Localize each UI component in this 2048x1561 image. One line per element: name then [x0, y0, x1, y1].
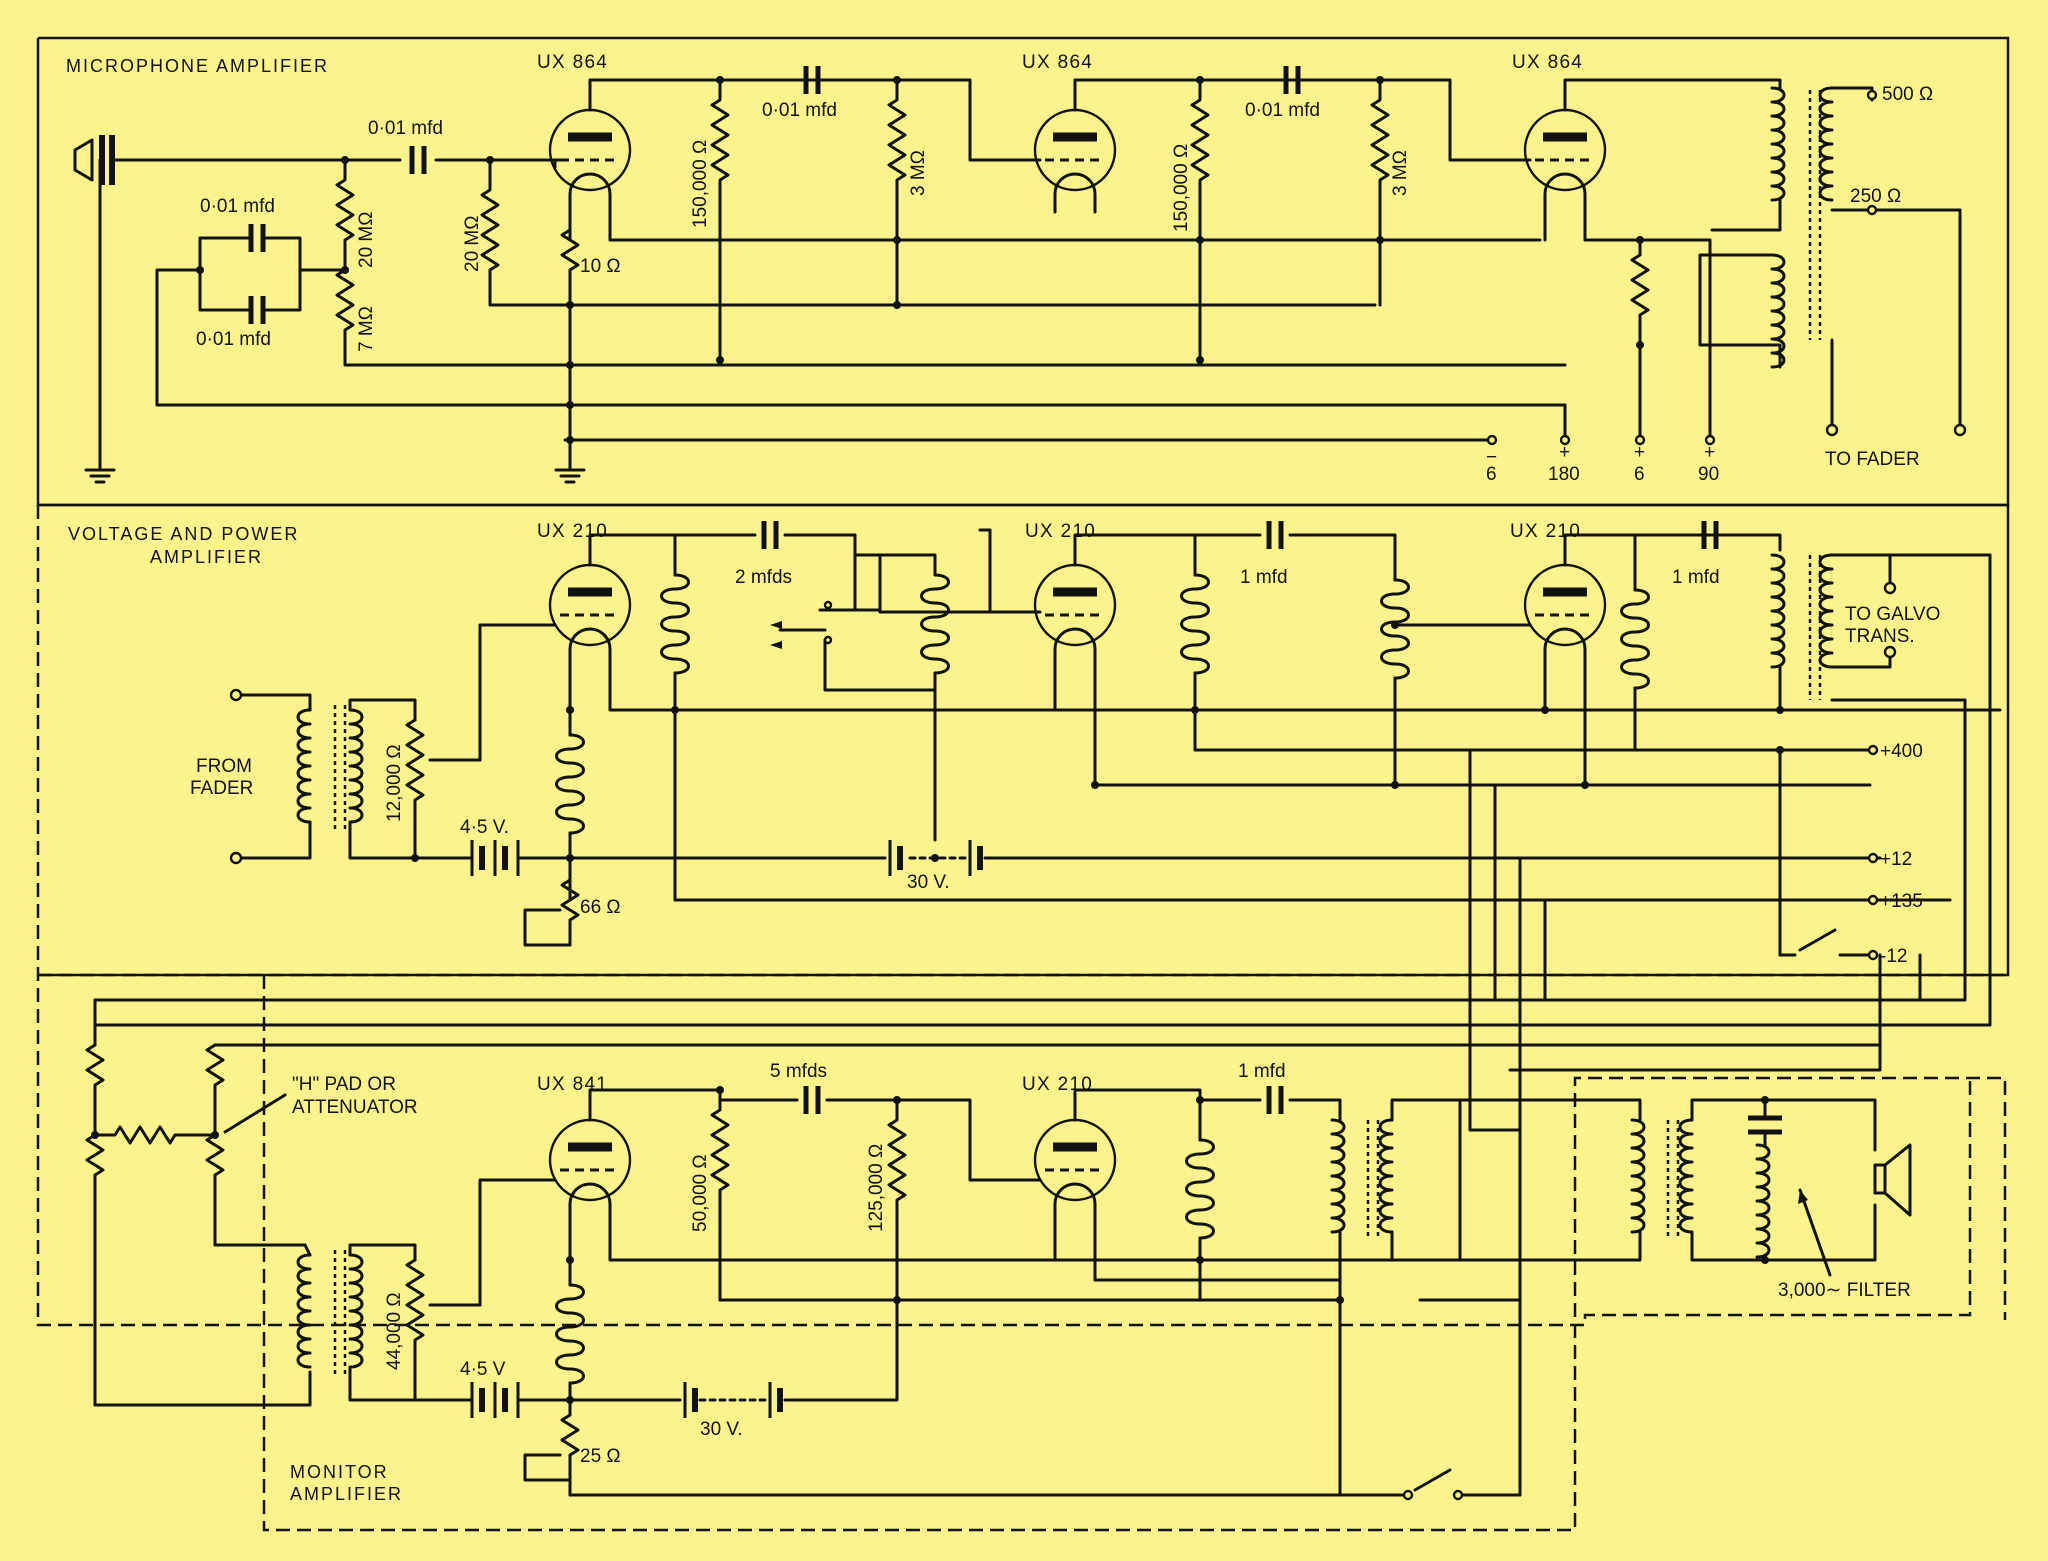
monitor-junctions [91, 1086, 1769, 1501]
tube-label: UX 210 [1510, 521, 1581, 542]
from-fader-label: FADER [190, 778, 253, 799]
mic-terminals [1486, 89, 1967, 446]
component-label: 125,000 Ω [866, 1144, 887, 1232]
supply-label: -12 [1880, 946, 1907, 967]
terminal-sign: − [1486, 447, 1497, 468]
ground-icon [84, 468, 116, 484]
filter-label: 3,000∼ FILTER [1778, 1280, 1911, 1301]
section-title-microphone: MICROPHONE AMPLIFIER [66, 56, 329, 76]
from-fader-label: FROM [196, 756, 252, 777]
tube-labels: UX 864 UX 864 UX 864 UX 210 UX 210 UX 21… [537, 52, 1583, 1095]
terminal-label: 90 [1698, 464, 1719, 485]
terminal-sign: + [1704, 442, 1715, 463]
component-label: 5 mfds [770, 1061, 827, 1082]
h-pad-label: ATTENUATOR [292, 1097, 418, 1118]
component-label: 50,000 Ω [690, 1154, 711, 1232]
microphone-icon [73, 138, 94, 182]
section-title-voltage: VOLTAGE AND POWER [68, 524, 299, 544]
supply-label: +135 [1880, 891, 1923, 912]
component-label: 150,000 Ω [1171, 144, 1192, 232]
power-component-labels: FROM FADER 12,000 Ω 4·5 V. 66 Ω 30 V. 2 … [190, 567, 1940, 967]
power-terminals [229, 581, 1897, 961]
component-label: 66 Ω [580, 897, 621, 918]
component-label: 0·01 mfd [368, 118, 443, 139]
terminal-sign: + [1634, 442, 1645, 463]
component-label: 3 MΩ [1390, 150, 1411, 196]
component-label: 0·01 mfd [762, 100, 837, 121]
component-label: 4·5 V [460, 1359, 506, 1380]
tube-label: UX 210 [537, 521, 608, 542]
output-tap-label: 250 Ω [1850, 186, 1901, 207]
component-label: 30 V. [700, 1419, 743, 1440]
section-labels: MICROPHONE AMPLIFIER VOLTAGE AND POWER A… [66, 56, 403, 1504]
component-label: 1 mfd [1238, 1061, 1286, 1082]
supply-label: +400 [1880, 741, 1923, 762]
to-galvo-label: TO GALVO [1845, 604, 1940, 625]
terminal-label: 6 [1634, 464, 1645, 485]
tube-label: UX 210 [1025, 521, 1096, 542]
component-label: 0·01 mfd [1245, 100, 1320, 121]
section-title-monitor: MONITOR [290, 1462, 389, 1482]
terminal-sign: + [1559, 442, 1570, 463]
power-amplifier-circuit [234, 521, 2002, 1002]
microphone-amplifier-circuit [73, 66, 1962, 484]
mic-junctions [196, 76, 1644, 444]
tube-label: UX 864 [1512, 52, 1583, 73]
to-fader-label: TO FADER [1825, 449, 1920, 470]
component-label: 30 V. [907, 872, 950, 893]
terminal-label: 6 [1486, 464, 1497, 485]
component-label: 25 Ω [580, 1446, 621, 1467]
h-pad-label: "H" PAD OR [292, 1074, 396, 1095]
component-label: 4·5 V. [460, 817, 509, 838]
component-label: 12,000 Ω [384, 744, 405, 822]
section-frames [36, 36, 2010, 1532]
component-label: 3 MΩ [908, 150, 929, 196]
component-label: 10 Ω [580, 256, 621, 277]
monitor-amplifier-circuit [85, 998, 1912, 1497]
monitor-component-labels: "H" PAD OR ATTENUATOR 44,000 Ω 4·5 V 30 … [292, 1061, 1911, 1467]
tube-label: UX 864 [537, 52, 608, 73]
mic-component-labels: 0·01 mfd 0·01 mfd 0·01 mfd 20 MΩ 7 MΩ 20… [196, 84, 1933, 485]
section-title-voltage-line2: AMPLIFIER [150, 547, 263, 567]
component-label: 20 MΩ [356, 212, 377, 268]
component-label: 150,000 Ω [690, 140, 711, 228]
section-title-monitor-line2: AMPLIFIER [290, 1484, 403, 1504]
component-label: 44,000 Ω [384, 1292, 405, 1370]
component-label: 0·01 mfd [200, 196, 275, 217]
output-tap-label: 500 Ω [1882, 84, 1933, 105]
component-label: 7 MΩ [356, 306, 377, 352]
power-junctions [411, 621, 1784, 862]
to-galvo-label: TRANS. [1845, 626, 1915, 647]
component-label: 20 MΩ [462, 216, 483, 272]
component-label: 1 mfd [1240, 567, 1288, 588]
tube-label: UX 841 [537, 1074, 608, 1095]
terminal-label: 180 [1548, 464, 1580, 485]
supply-label: +12 [1880, 849, 1912, 870]
tube-label: UX 864 [1022, 52, 1093, 73]
component-label: 1 mfd [1672, 567, 1720, 588]
component-label: 2 mfds [735, 567, 792, 588]
bus-lines [93, 748, 1992, 1302]
tube-label: UX 210 [1022, 1074, 1093, 1095]
component-label: 0·01 mfd [196, 329, 271, 350]
speaker-icon [1883, 1143, 1912, 1217]
